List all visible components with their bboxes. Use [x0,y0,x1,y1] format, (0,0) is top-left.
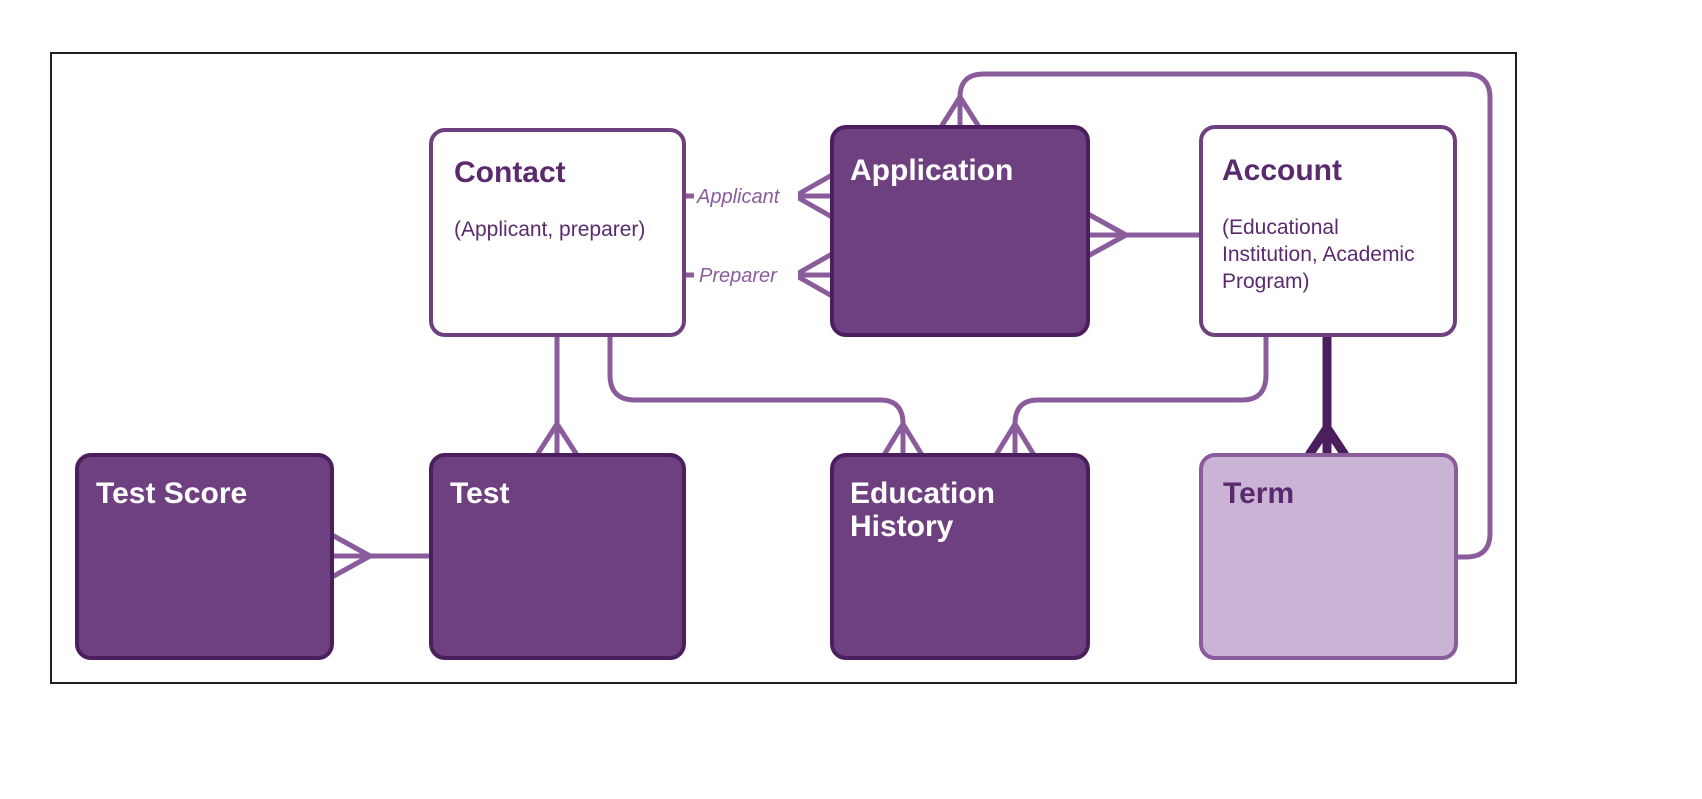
entity-test-score[interactable]: Test Score [75,453,334,660]
connector-account-term[interactable] [1305,335,1349,458]
entity-account-box[interactable] [1199,125,1457,337]
connector-application-account[interactable] [1086,211,1201,259]
entity-application-box[interactable] [830,125,1090,337]
relationship-label-applicant: Applicant [696,186,781,208]
entity-education-history[interactable]: Education History [830,453,1090,660]
connector-contact-education-history[interactable] [607,335,925,457]
entity-test-score-title: Test Score [96,477,247,510]
entity-application[interactable]: Application [830,125,1090,337]
entity-account-title: Account [1222,154,1342,187]
diagram-frame [50,52,1517,684]
connector-application-term[interactable] [938,71,1493,560]
entity-account[interactable]: Account (Educational Institution, Academ… [1199,125,1457,337]
entity-application-title: Application [850,154,1013,187]
entity-term-box[interactable] [1199,453,1458,660]
connector-contact-test[interactable] [534,335,580,457]
entity-account-subtitle: (Educational Institution, Academic Progr… [1222,216,1420,293]
entity-contact-box[interactable] [429,128,686,337]
entity-term[interactable]: Term [1199,453,1458,660]
entity-term-title: Term [1223,477,1294,510]
entity-education-history-title: Education History [850,477,1003,543]
entity-test-box[interactable] [429,453,686,660]
connector-account-education-history[interactable] [993,335,1269,457]
entity-education-history-box[interactable] [830,453,1090,660]
relationship-labels-layer: Applicant Preparer [694,180,798,289]
entity-contact[interactable]: Contact (Applicant, preparer) [429,128,686,337]
entity-test-score-box[interactable] [75,453,334,660]
preparer-label-backdrop [694,259,798,289]
entity-test-title: Test [450,477,509,510]
entity-contact-title: Contact [454,156,566,189]
applicant-label-backdrop [694,180,798,210]
entity-test[interactable]: Test [429,453,686,660]
entity-contact-subtitle: (Applicant, preparer) [454,218,645,241]
connectors-layer [330,71,1493,580]
relationship-label-preparer: Preparer [699,265,778,287]
connector-test-score-test[interactable] [330,532,431,580]
entities-layer: Contact (Applicant, preparer) Applicatio… [75,125,1458,660]
